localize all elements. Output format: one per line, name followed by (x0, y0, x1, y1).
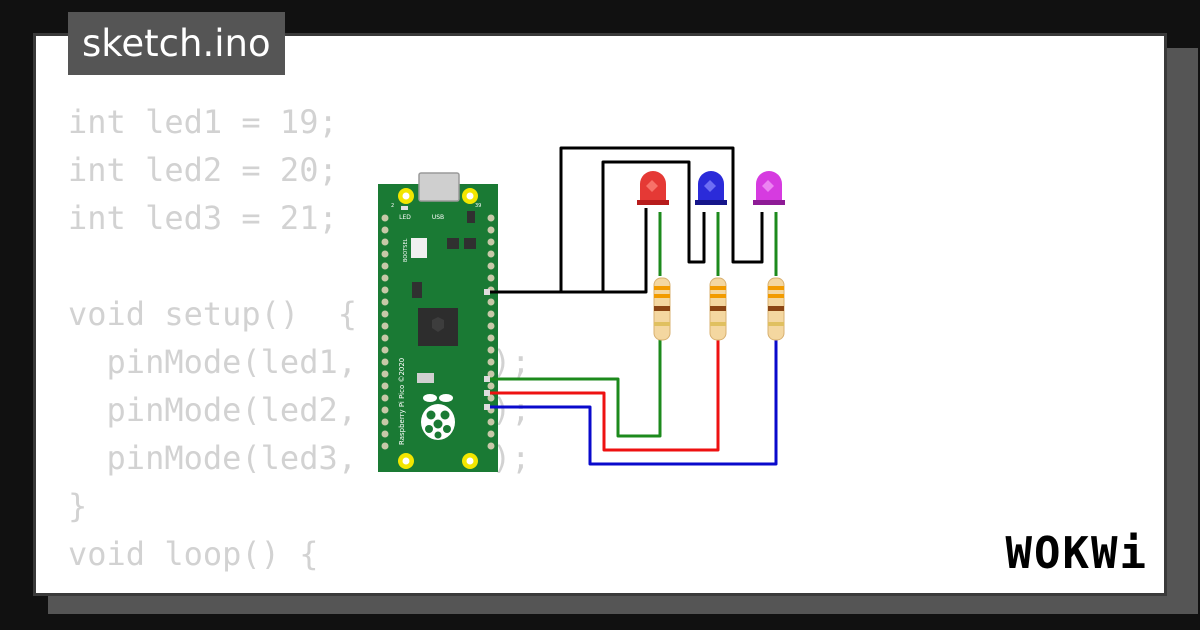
wire-ground-2[interactable] (486, 160, 706, 294)
code-line: } (68, 487, 88, 525)
led-3-rim (753, 200, 785, 205)
led-1[interactable] (637, 171, 669, 205)
file-tab[interactable]: sketch.ino (68, 12, 285, 75)
left-pin-row (381, 214, 389, 450)
led-label: LED (399, 214, 411, 221)
wire-led3-signal[interactable] (486, 340, 778, 466)
bootsel-label: BOOTSEL (403, 238, 409, 262)
code-line: int led2 = 20; (68, 151, 338, 189)
led-2-highlight (704, 180, 716, 192)
pin-number-label: 2 (391, 203, 394, 209)
wokwi-logo: WOKWi (1005, 528, 1148, 579)
led-3[interactable] (753, 171, 785, 205)
wire-pin-markers (484, 289, 490, 410)
wire-led2-signal[interactable] (486, 340, 720, 452)
board-model-label: Raspberry Pi Pico ©2020 (398, 358, 406, 445)
mounting-holes (398, 188, 478, 469)
resistor-1[interactable] (653, 277, 671, 341)
usb-label: USB (432, 214, 444, 221)
resistor-2[interactable] (709, 277, 727, 341)
preview-card (33, 33, 1167, 596)
chip-logo-icon (432, 317, 444, 332)
code-line: void loop() { (68, 535, 319, 573)
right-pin-row (487, 214, 495, 450)
code-line: void setup() { (68, 295, 357, 333)
led-1-highlight (646, 180, 658, 192)
wire-ground-1[interactable] (486, 208, 648, 294)
bootsel-button[interactable] (411, 238, 427, 258)
pin-number-label: 39 (475, 203, 481, 209)
onboard-led (401, 206, 408, 210)
wire-led1-signal[interactable] (486, 340, 662, 438)
code-editor: int led1 = 19; int led2 = 20; int led3 = 2… (68, 98, 530, 626)
chip-component (447, 238, 459, 249)
raspberry-logo-icon (421, 394, 455, 440)
usb-connector (418, 172, 460, 202)
code-line: int led1 = 19; (68, 103, 338, 141)
chip-component (467, 211, 475, 223)
chip-component (464, 238, 476, 249)
led-1-rim (637, 200, 669, 205)
wire-ground-3[interactable] (486, 146, 764, 294)
pico-board[interactable]: USB LED 2 39 BOOTSEL Raspberry Pi Pico ©… (378, 172, 498, 472)
wires (486, 146, 778, 466)
led-2-rim (695, 200, 727, 205)
led-2[interactable] (695, 171, 727, 205)
led-3-highlight (762, 180, 774, 192)
chip-component (417, 373, 434, 383)
chip-component (412, 282, 422, 298)
code-line: int led3 = 21; (68, 199, 338, 237)
resistor-3[interactable] (767, 277, 785, 341)
